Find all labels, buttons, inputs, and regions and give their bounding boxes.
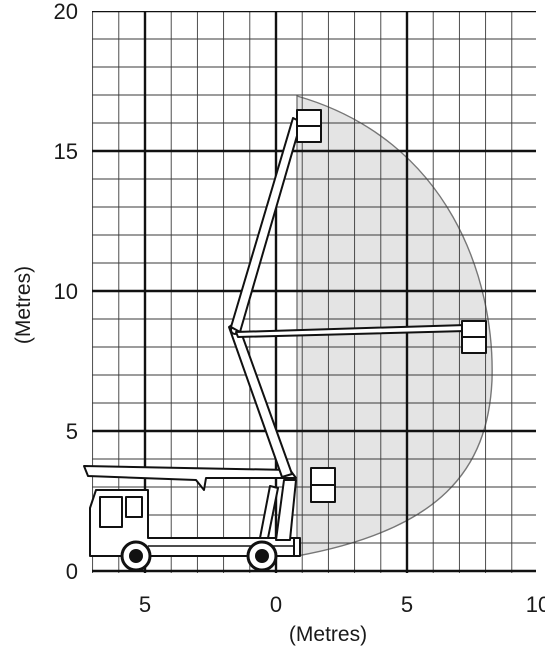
y-tick-label: 10: [54, 279, 78, 304]
y-axis-ticks: 0 5 10 15 20: [54, 0, 78, 584]
cab-window: [99, 496, 123, 528]
y-tick-label: 0: [66, 559, 78, 584]
platform-basket-stowed: [310, 467, 336, 503]
x-axis-title: (Metres): [289, 623, 367, 646]
x-tick-label: 10: [526, 592, 545, 617]
y-tick-label: 5: [66, 419, 78, 444]
cab-window: [125, 496, 143, 518]
grid-major: [92, 11, 536, 573]
wheel-rear: [246, 540, 278, 572]
y-tick-label: 15: [54, 139, 78, 164]
lower-boom-raised: [228, 320, 293, 478]
x-tick-label: 0: [270, 592, 282, 617]
outrigger-leg: [293, 537, 301, 557]
turret: [275, 479, 297, 541]
aerial-platform-truck: [83, 109, 487, 572]
lower-boom-stowed: [83, 465, 297, 491]
platform-basket-top: [296, 109, 322, 143]
x-tick-label: 5: [139, 592, 151, 617]
y-axis-title: (Metres): [12, 266, 35, 344]
platform-basket-side: [461, 320, 487, 354]
wheel-front: [120, 540, 152, 572]
x-axis-ticks: 5 0 5 10: [139, 592, 545, 617]
x-tick-label: 5: [401, 592, 413, 617]
lift-cylinder: [259, 485, 279, 539]
y-tick-label: 20: [54, 0, 78, 24]
